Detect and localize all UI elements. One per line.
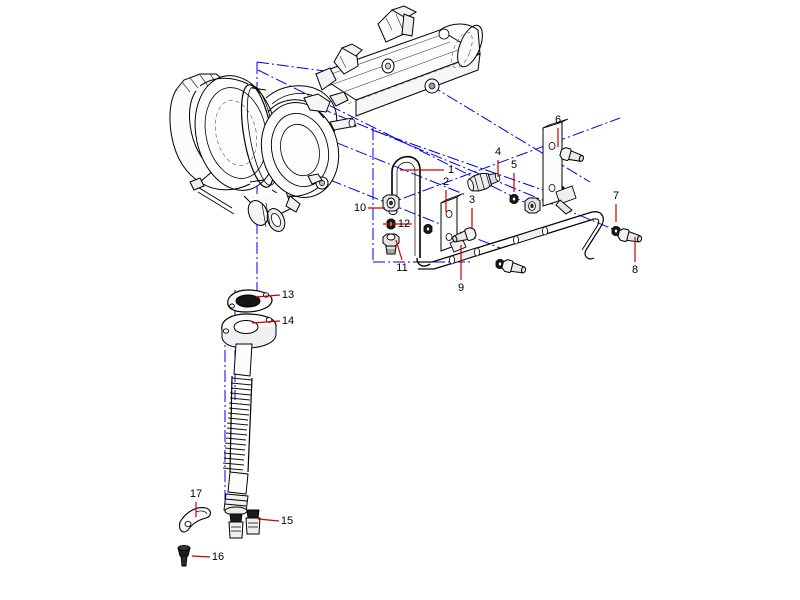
mounting-bolt-16 (177, 544, 191, 567)
callout-label-9: 9 (458, 282, 464, 294)
callout-label-14: 14 (282, 315, 294, 327)
retaining-clip-17 (179, 507, 212, 533)
callout-label-12: 12 (398, 218, 410, 230)
connector-fitting-15 (245, 509, 261, 535)
callout-leaders (191, 128, 636, 558)
callout-label-4: 4 (495, 146, 501, 158)
callout-label-5: 5 (511, 159, 517, 171)
hex-flange-nut-2 (423, 224, 433, 234)
callout-labels: 1 2 3 4 5 6 7 8 9 10 11 12 13 14 15 16 1… (190, 114, 638, 563)
corrugated-flexible-drain-hose (222, 343, 253, 516)
sealing-washer-5 (509, 194, 519, 204)
callout-label-16: 16 (212, 551, 224, 563)
callout-label-11: 11 (396, 262, 407, 274)
oil-feed-pipe (388, 155, 431, 267)
mounting-bracket (440, 193, 467, 253)
callout-label-7: 7 (613, 190, 619, 202)
callout-label-1: 1 (448, 164, 454, 176)
callout-label-8: 8 (632, 264, 638, 276)
callout-label-17: 17 (190, 488, 202, 500)
hex-bolt-top-right (558, 146, 586, 166)
hex-bolt-mid-bottom (500, 258, 528, 277)
hose-end-fitting (228, 513, 244, 539)
callout-label-2: 2 (443, 176, 449, 188)
callout-label-15: 15 (281, 515, 293, 527)
hex-bolt-8 (616, 227, 644, 246)
callout-label-6: 6 (555, 114, 561, 126)
turbocharger-assembly (169, 73, 357, 232)
callout-label-3: 3 (469, 194, 475, 206)
hex-nut-fitting (524, 197, 541, 214)
support-bracket-plate (542, 118, 577, 215)
oil-return-tube (418, 211, 604, 270)
callout-label-10: 10 (354, 202, 366, 214)
exhaust-manifold (314, 5, 483, 117)
drain-flange-gasket (227, 289, 273, 313)
drain-flange (221, 313, 277, 349)
callout-label-13: 13 (282, 289, 294, 301)
union-fitting-4 (467, 172, 501, 192)
